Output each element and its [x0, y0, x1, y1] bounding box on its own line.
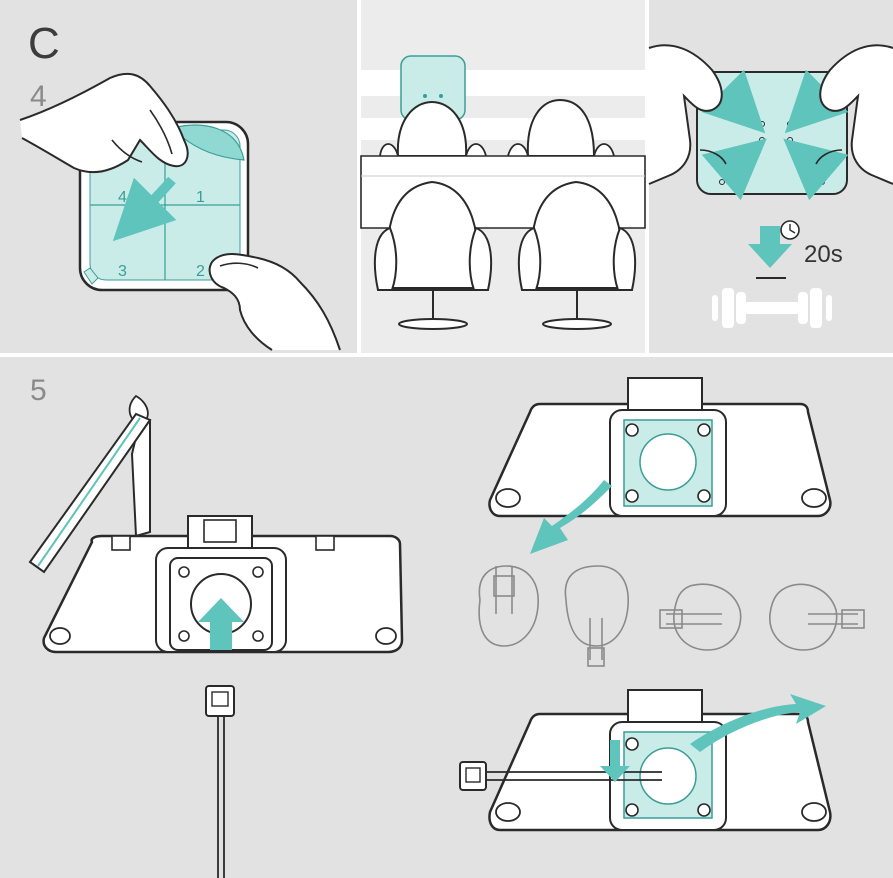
hand-icon — [648, 44, 723, 185]
chair-icon — [373, 180, 493, 330]
adapter-option-4 — [769, 583, 865, 651]
chair-icon — [396, 100, 468, 157]
remove-arrow-icon — [530, 480, 612, 554]
clock-icon — [780, 220, 800, 240]
rotate-arrow-icon — [690, 694, 826, 752]
hand-icon — [19, 72, 189, 174]
adapter-option-3 — [659, 583, 742, 651]
cable-connector-icon — [205, 685, 235, 878]
step-number-5: 5 — [30, 374, 47, 407]
weight-icon — [712, 288, 832, 328]
chair-icon — [526, 98, 596, 157]
base-with-cable — [459, 689, 832, 832]
adapter-option-1 — [478, 565, 539, 647]
quadrant-label-4: 4 — [118, 189, 127, 206]
chair-icon — [517, 180, 637, 330]
down-arrow-icon — [600, 740, 630, 782]
base-top-view — [488, 377, 832, 554]
down-arrow-icon — [748, 226, 792, 268]
panel-step-4-peel: C 4 4 1 3 2 — [0, 0, 357, 353]
panel-placement-chairs — [360, 0, 646, 353]
press-arrows — [701, 69, 849, 201]
quadrant-label-2: 2 — [196, 263, 205, 280]
panel-step-5-mount: 5 — [0, 357, 893, 878]
panel-press-pad: 20s — [648, 0, 893, 353]
up-arrow-icon — [198, 598, 244, 650]
display-base — [42, 515, 404, 654]
hand-icon — [208, 253, 341, 351]
adapter-orientations — [478, 565, 865, 667]
press-duration: 20s — [804, 241, 843, 268]
hand-icon — [819, 44, 893, 185]
quadrant-label-3: 3 — [118, 263, 127, 280]
quadrant-label-1: 1 — [196, 189, 205, 206]
adapter-option-2 — [564, 565, 629, 667]
section-letter: C — [28, 19, 60, 68]
step-number-4: 4 — [30, 80, 47, 113]
cable-connector-icon — [459, 761, 487, 791]
peel-arrow-icon — [112, 176, 177, 242]
